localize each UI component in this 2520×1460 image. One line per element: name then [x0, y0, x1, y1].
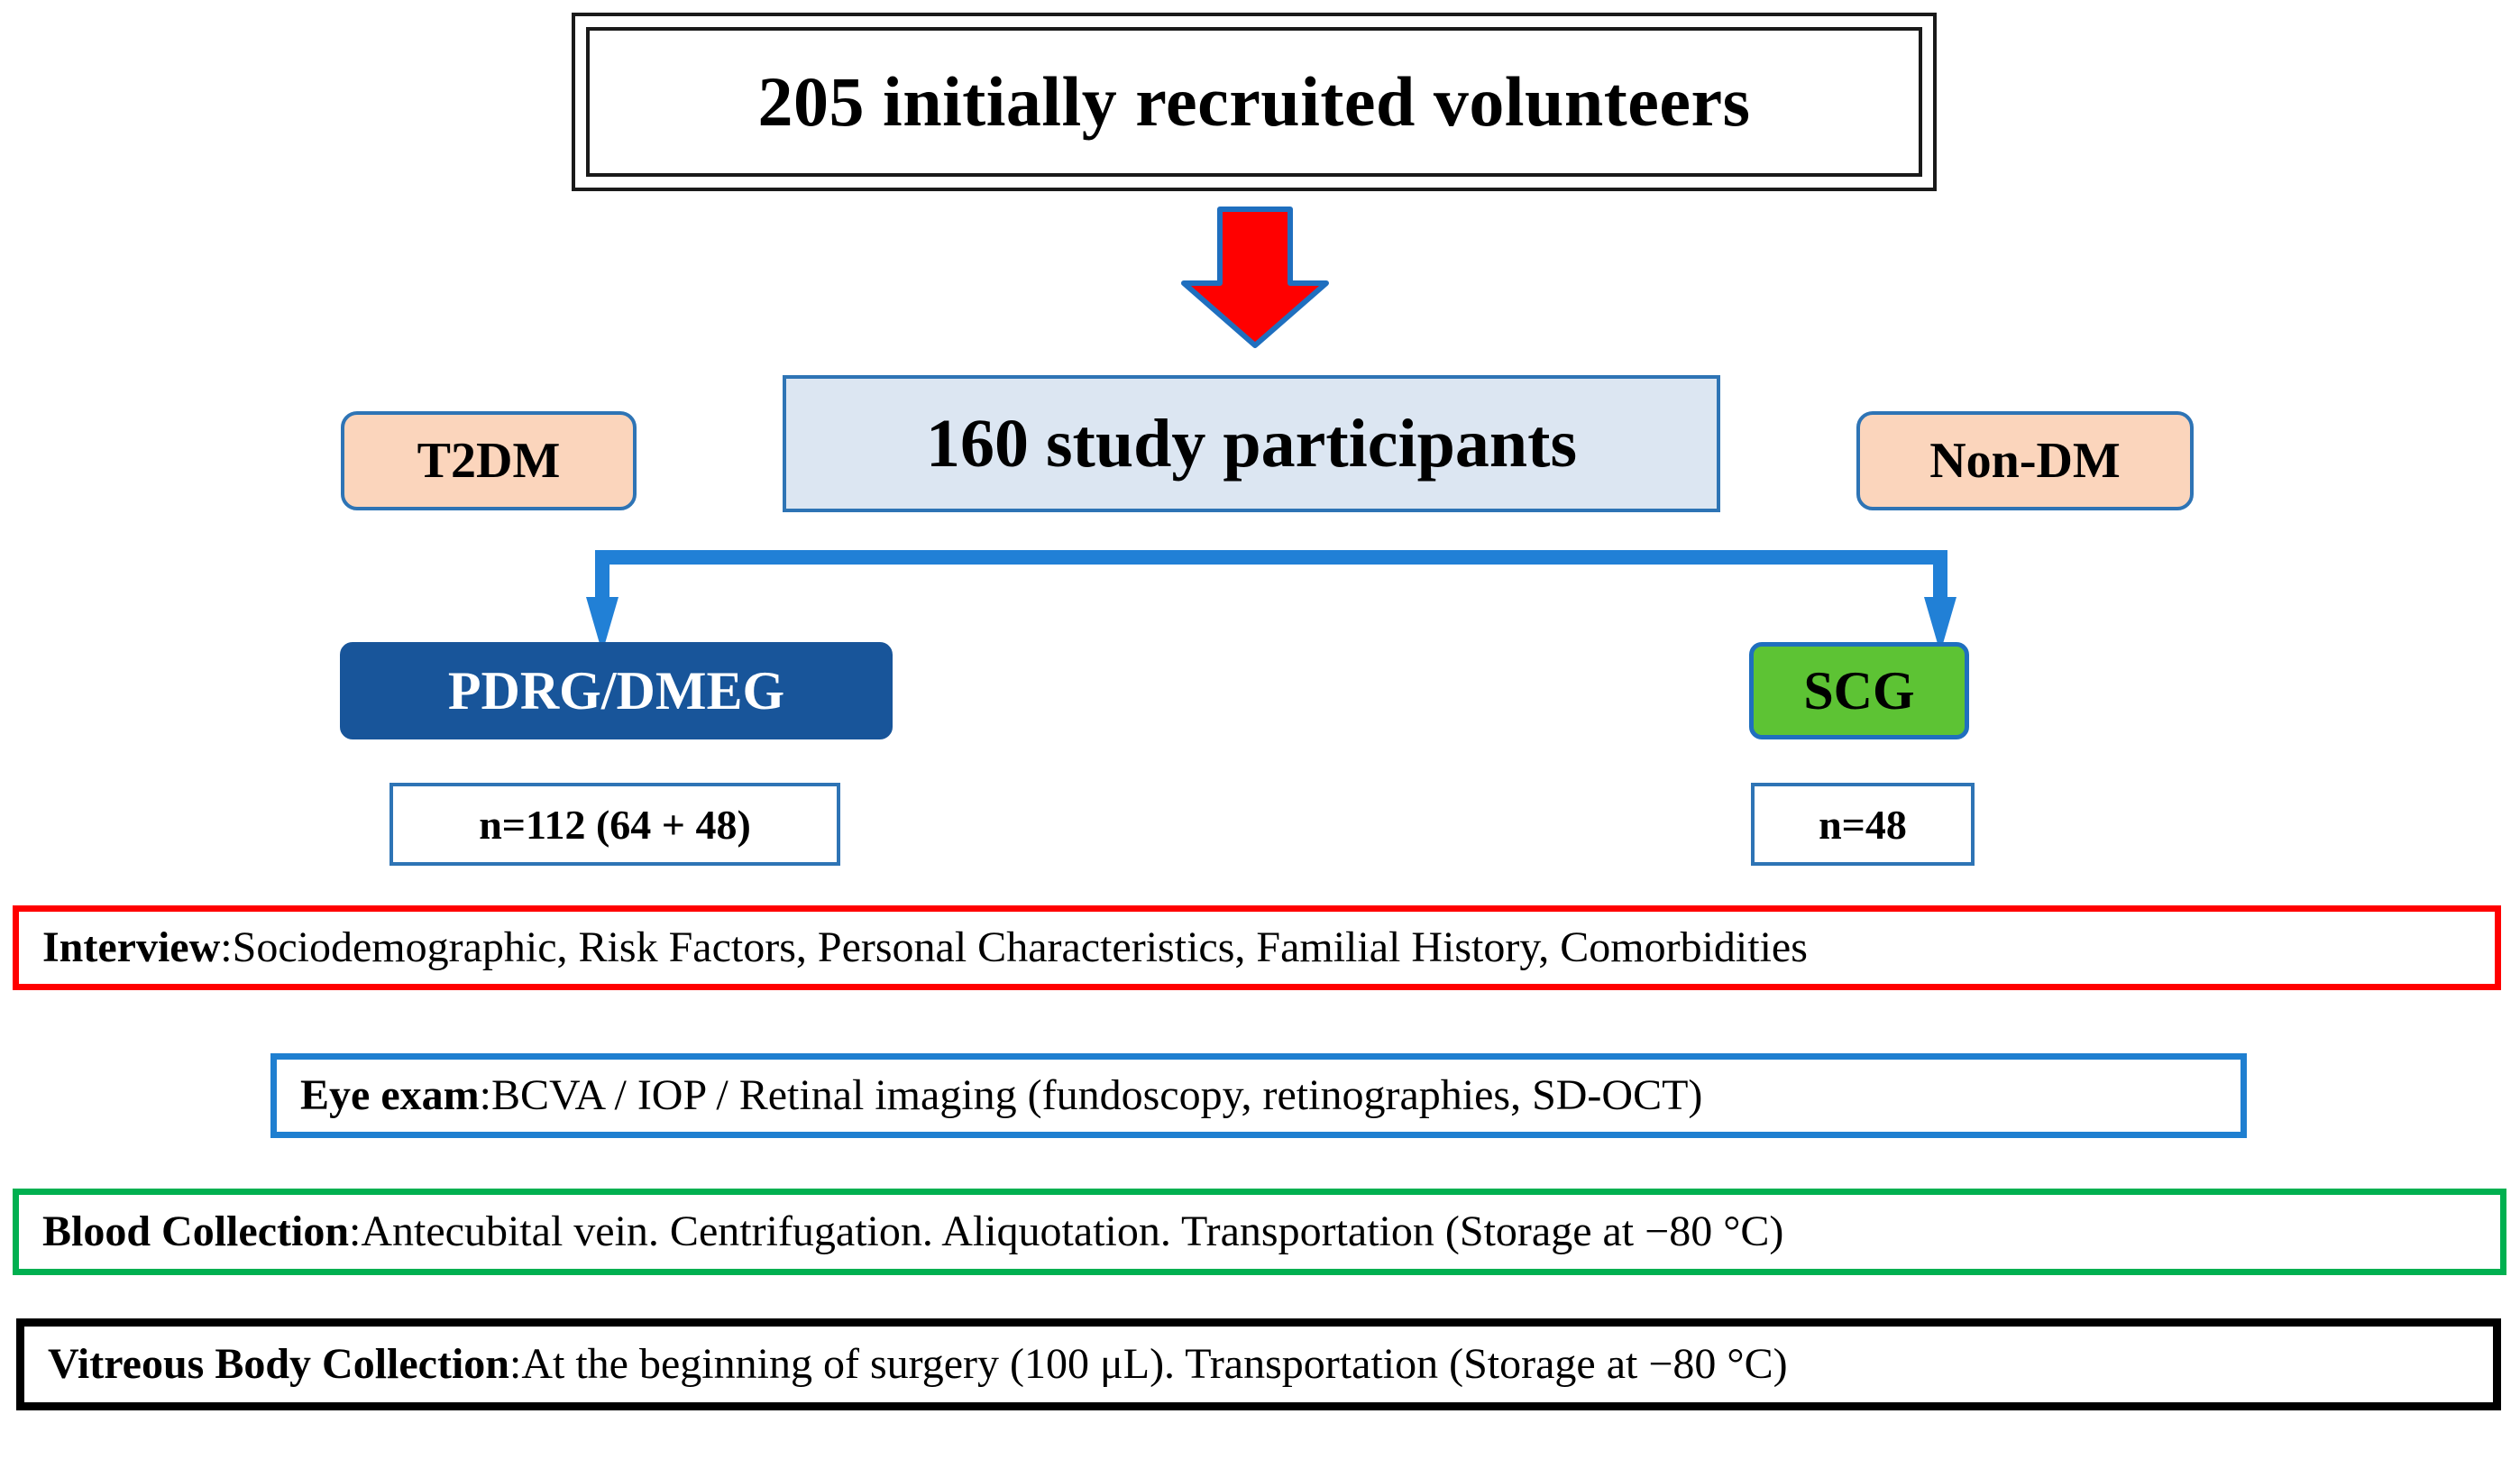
cohort-tag-non-dm-label: Non-DM	[1929, 433, 2121, 489]
group-label-pdrg-dmeg: PDRG/DMEG	[447, 660, 785, 721]
sample-size-label-pdrg-dmeg: n=112 (64 + 48)	[479, 801, 751, 848]
procedure-row-eye-exam: Eye exam: BCVA / IOP / Retinal imaging (…	[270, 1053, 2247, 1138]
sample-size-label-scg: n=48	[1819, 801, 1907, 848]
cohort-tag-non-dm: Non-DM	[1856, 411, 2194, 510]
group-box-scg: SCG	[1749, 642, 1969, 739]
cohort-tag-t2dm: T2DM	[341, 411, 637, 510]
procedure-lead-vitreous-body-collection: Vitreous Body Collection	[48, 1339, 509, 1388]
procedure-detail-blood-collection: Antecubital vein. Centrifugation. Aliquo…	[361, 1207, 1784, 1255]
study-participants-label: 160 study participants	[925, 405, 1578, 482]
red-down-arrow-icon	[1181, 207, 1329, 348]
sample-size-box-pdrg-dmeg: n=112 (64 + 48)	[389, 783, 840, 866]
procedure-row-interview: Interview: Sociodemographic, Risk Factor…	[13, 905, 2501, 990]
procedure-lead-interview: Interview	[42, 923, 221, 971]
study-participants-box: 160 study participants	[783, 375, 1720, 512]
procedure-detail-interview: Sociodemographic, Risk Factors, Personal…	[232, 923, 1808, 971]
group-label-scg: SCG	[1803, 660, 1915, 721]
cohort-tag-t2dm-label: T2DM	[417, 433, 561, 489]
procedure-lead-blood-collection: Blood Collection	[42, 1207, 350, 1255]
procedure-detail-vitreous-body-collection: At the beginning of surgery (100 μL). Tr…	[521, 1339, 1788, 1388]
procedure-separator-interview: :	[220, 923, 233, 971]
group-box-pdrg-dmeg: PDRG/DMEG	[340, 642, 893, 739]
recruited-volunteers-inner-border: 205 initially recruited volunteers	[586, 27, 1922, 177]
procedure-separator-vitreous-body-collection: :	[509, 1339, 522, 1388]
procedure-separator-blood-collection: :	[349, 1207, 362, 1255]
procedure-detail-eye-exam: BCVA / IOP / Retinal imaging (fundoscopy…	[490, 1070, 1703, 1119]
sample-size-box-scg: n=48	[1751, 783, 1975, 866]
procedure-row-blood-collection: Blood Collection: Antecubital vein. Cent…	[13, 1189, 2506, 1275]
recruited-volunteers-label: 205 initially recruited volunteers	[757, 62, 1751, 141]
procedure-separator-eye-exam: :	[479, 1070, 491, 1119]
procedure-lead-eye-exam: Eye exam	[300, 1070, 480, 1119]
branch-connector	[586, 550, 1956, 653]
recruited-volunteers-box: 205 initially recruited volunteers	[572, 13, 1937, 191]
procedure-row-vitreous-body-collection: Vitreous Body Collection: At the beginni…	[16, 1318, 2501, 1410]
